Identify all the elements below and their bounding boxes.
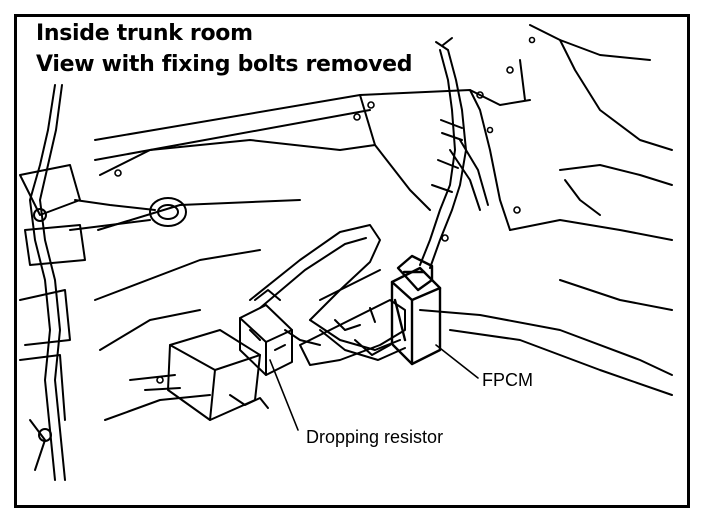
trunk-panel-outline bbox=[94, 24, 673, 421]
fpcm-module bbox=[390, 254, 442, 366]
leader-lines bbox=[269, 344, 479, 431]
lower-harness bbox=[249, 224, 406, 361]
diagram-subtitle: View with fixing bolts removed bbox=[36, 52, 413, 77]
dropping-resistor-label: Dropping resistor bbox=[306, 427, 444, 447]
upper-harness bbox=[419, 37, 489, 269]
dropping-resistor bbox=[239, 289, 293, 376]
grommet bbox=[149, 197, 187, 227]
trim-pad bbox=[167, 329, 269, 421]
bolt-holes bbox=[114, 36, 536, 384]
left-harness bbox=[19, 84, 156, 481]
mounting-bracket bbox=[299, 269, 406, 366]
diagram-title: Inside trunk room bbox=[36, 21, 253, 46]
fpcm-label: FPCM bbox=[482, 370, 533, 390]
